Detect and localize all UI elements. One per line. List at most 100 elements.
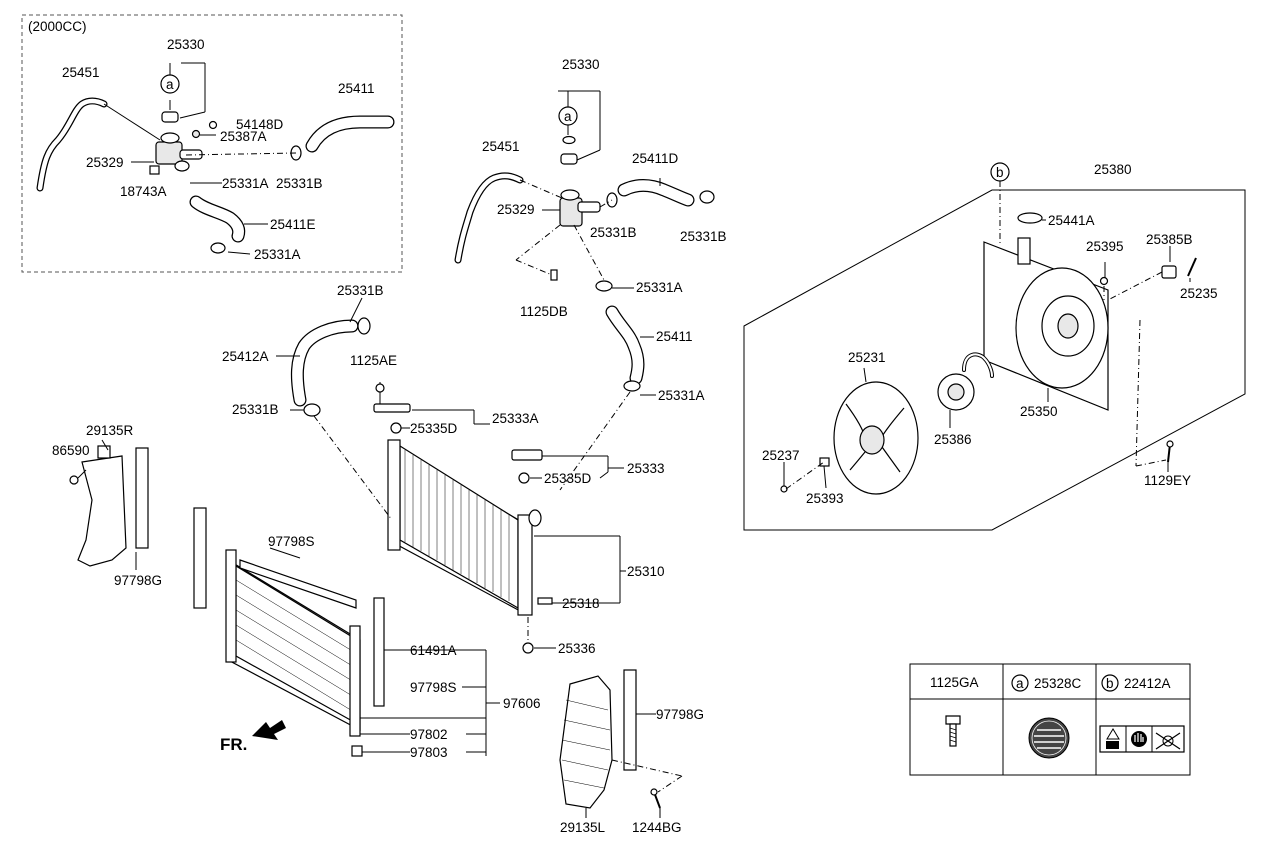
label-25350: 25350: [1020, 404, 1058, 419]
legend-table: [909, 663, 1191, 776]
label-18743A: 18743A: [120, 184, 167, 199]
lower-hose-25411: [605, 305, 645, 385]
label-25329: 25329: [497, 202, 535, 217]
label-1125AE: 1125AE: [350, 353, 397, 368]
label-1129EY: 1129EY: [1144, 473, 1191, 488]
radiator-small-parts: [373, 382, 553, 654]
label-25385B: 25385B: [1146, 232, 1193, 247]
inset-clamps: [149, 145, 302, 254]
label-97606: 97606: [503, 696, 541, 711]
label-86590: 86590: [52, 443, 90, 458]
label-25387A: 25387A: [220, 129, 267, 144]
label-25331B-inset: 25331B: [276, 176, 323, 191]
label-1125DB: 1125DB: [520, 304, 568, 319]
fan-shroud-25350: [983, 237, 1109, 411]
fan-leader-lines: [783, 219, 1191, 490]
label-97798S-top: 97798S: [268, 534, 315, 549]
label-1244BG: 1244BG: [632, 820, 682, 835]
fan-motor-25386: [937, 352, 994, 411]
inset-water-outlet-25329: [155, 132, 203, 172]
fan-small-parts: [780, 212, 1197, 493]
legend-cap-label-icon: [1028, 717, 1070, 759]
fan-25231: [833, 381, 919, 495]
inset-callout-a: [160, 74, 180, 94]
water-outlet-25329: [559, 189, 601, 227]
label-25331A-inset: 25331A: [222, 176, 269, 191]
label-25335D-2: 25335D: [544, 471, 592, 486]
fan-assembly-box: [743, 189, 1246, 531]
front-arrow-icon: [252, 720, 286, 740]
seal-61491A: [373, 597, 385, 707]
seal-97798S-top: [239, 559, 357, 609]
inset-cap-25330: [161, 111, 179, 123]
legend-col2-header: 25328C: [1034, 676, 1082, 691]
label-61491A: 61491A: [410, 643, 457, 658]
upper-hose-25411D: [617, 179, 695, 207]
label-25335D-1: 25335D: [410, 421, 458, 436]
legend-col1-header: 1125GA: [930, 675, 979, 690]
bolt-1244BG: [650, 788, 661, 809]
inset-callout-a-letter: a: [166, 77, 174, 92]
label-25393: 25393: [806, 491, 844, 506]
legend-bolt-icon: [945, 715, 961, 747]
legend-col3-callout: [1101, 674, 1119, 692]
seal-left-strip: [193, 507, 207, 609]
label-25441A: 25441A: [1048, 213, 1095, 228]
seal-97798G-right: [623, 669, 637, 771]
cap-25330: [560, 135, 578, 165]
label-25411-inset: 25411: [338, 81, 375, 96]
label-25411D: 25411D: [632, 151, 679, 166]
radiator-leader-lines: [276, 297, 626, 649]
label-25231: 25231: [848, 350, 886, 365]
label-25412A: 25412A: [222, 349, 269, 364]
label-25331B-mid2: 25331B: [680, 229, 727, 244]
label-25333A: 25333A: [492, 411, 539, 426]
left-small-parts: [69, 475, 363, 757]
condenser-97606: [225, 549, 361, 737]
label-97803: 97803: [410, 745, 448, 760]
label-25329-inset: 25329: [86, 155, 124, 170]
label-25330: 25330: [562, 57, 600, 72]
label-25331A-inset-lower: 25331A: [254, 247, 301, 262]
legend-col2-letter: a: [1016, 676, 1024, 691]
bottom-leader-lines: [585, 713, 683, 818]
legend-warning-label-icon: [1099, 725, 1185, 753]
legend-col3-letter: b: [1106, 676, 1114, 691]
radiator-25310: [387, 439, 542, 616]
label-25330-inset: 25330: [167, 37, 205, 52]
label-25333: 25333: [627, 461, 665, 476]
air-guard-29135R: [77, 445, 127, 567]
label-29135R: 29135R: [86, 423, 134, 438]
variant-label: (2000CC): [28, 19, 87, 34]
label-25451: 25451: [482, 139, 520, 154]
inset-lower-hose-25411E: [189, 195, 246, 243]
bypass-hose-25451: [454, 172, 524, 264]
label-25380: 25380: [1094, 162, 1132, 177]
label-25237: 25237: [762, 448, 800, 463]
front-marker-label: FR.: [220, 735, 247, 754]
label-25331A-rad: 25331A: [658, 388, 705, 403]
variant-inset-box: [21, 14, 403, 273]
legend-col3-header: 22412A: [1124, 676, 1171, 691]
label-97798G-left: 97798G: [114, 573, 162, 588]
label-97802: 97802: [410, 727, 448, 742]
inset-leader-lines: [103, 62, 297, 255]
mid-leader-lines: [515, 90, 661, 491]
inset-bypass-hose-25451: [36, 97, 108, 192]
upper-hose-25412A: [290, 319, 359, 407]
label-25411E: 25411E: [270, 217, 316, 232]
inset-sensor-54148D: [191, 120, 218, 139]
left-leader-lines: [77, 439, 500, 756]
label-25331B-upper: 25331B: [337, 283, 384, 298]
label-54148D: 54148D: [236, 117, 284, 132]
label-25235: 25235: [1180, 286, 1218, 301]
label-97798S-mid: 97798S: [410, 680, 457, 695]
label-29135L: 29135L: [560, 820, 606, 835]
air-guard-29135L: [559, 675, 613, 809]
callout-b-letter: b: [996, 165, 1004, 180]
callout-a-letter: a: [564, 109, 572, 124]
label-25336: 25336: [558, 641, 596, 656]
inset-upper-hose-25411: [305, 115, 395, 153]
seal-97798G-left: [135, 447, 149, 549]
